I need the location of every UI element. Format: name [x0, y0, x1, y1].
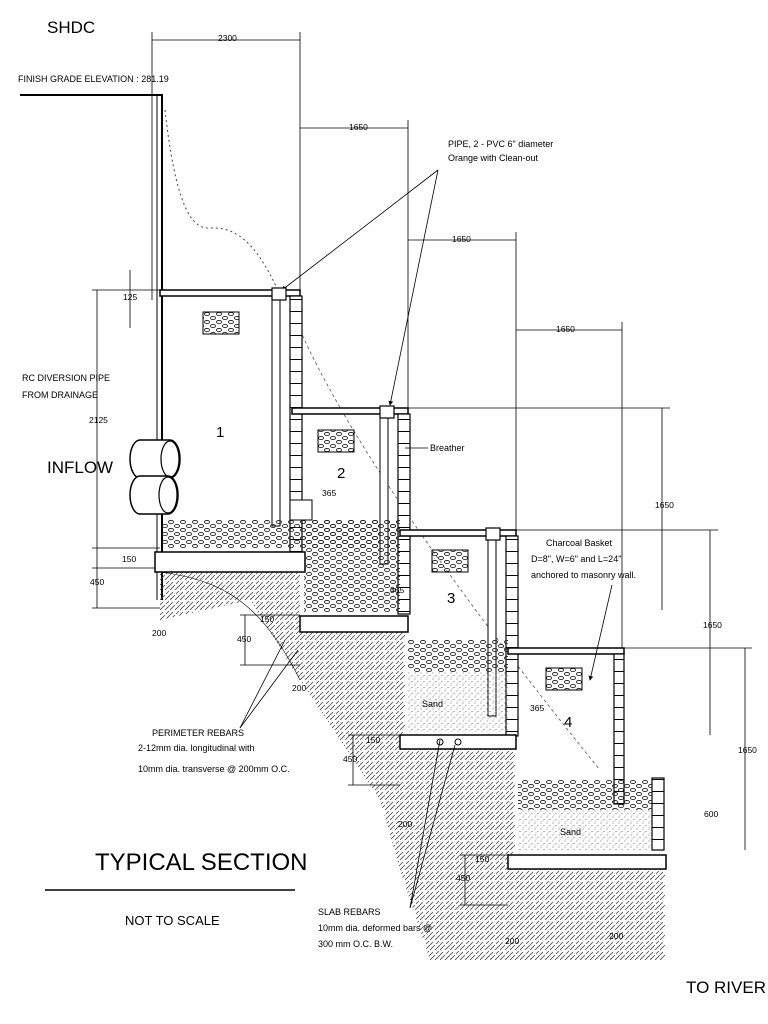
slab-rebars-line3: 300 mm O.C. B.W.: [318, 939, 393, 949]
dimension-text: 150: [122, 554, 136, 564]
dimension-text: 365: [322, 488, 336, 498]
dimension-right: 1650 1650 1650: [408, 407, 757, 850]
project-code: SHDC: [47, 18, 95, 37]
chamber-number: 4: [564, 714, 572, 731]
dimension-text: 200: [152, 628, 166, 638]
dimension-125: 125: [123, 270, 137, 328]
chamber-number: 1: [216, 424, 224, 441]
charcoal-note-line3: anchored to masonry wall.: [531, 570, 636, 580]
dimension-text: 150: [475, 854, 489, 864]
dimension-text: 1650: [703, 620, 722, 630]
perimeter-rebars-line1: PERIMETER REBARS: [152, 728, 244, 738]
dimension-text: 2300: [218, 33, 237, 43]
to-river-label: TO RIVER: [686, 978, 766, 997]
dimension-text: 200: [292, 683, 306, 693]
finish-grade-label: FINISH GRADE ELEVATION : 281.19: [18, 74, 169, 84]
dimension-text: 450: [343, 754, 357, 764]
dimension-text: 125: [123, 292, 137, 302]
slab-rebars-line2: 10mm dia. deformed bars @: [318, 923, 432, 933]
pipe-note-line2: Orange with Clean-out: [448, 153, 539, 163]
dimension-text: 450: [456, 873, 470, 883]
dimension-1650-c: 1650: [516, 322, 623, 650]
breather-label: Breather: [430, 443, 465, 453]
dimension-text: 450: [237, 634, 251, 644]
dimension-2125: 2125: [89, 289, 160, 548]
dimension-text: 1650: [556, 324, 575, 334]
dimension-text: 365: [530, 703, 544, 713]
dimension-text: 150: [366, 735, 380, 745]
pipe-note-line1: PIPE, 2 - PVC 6" diameter: [448, 139, 553, 149]
sand-label: Sand: [422, 699, 443, 709]
inflow-label: INFLOW: [47, 458, 113, 477]
dimension-150-450-left: 150 450 200: [90, 547, 166, 638]
chamber-number: 2: [337, 465, 345, 482]
dimension-text: 450: [90, 577, 104, 587]
rc-pipe-label-2: FROM DRAINAGE: [22, 390, 98, 400]
perimeter-rebars-line2: 2-12mm dia. longitudinal with: [138, 743, 255, 753]
perimeter-rebars-line3: 10mm dia. transverse @ 200mm O.C.: [138, 764, 290, 774]
slab-rebars-line1: SLAB REBARS: [318, 907, 381, 917]
charcoal-note-line1: Charcoal Basket: [546, 538, 613, 548]
dimension-text: 150: [260, 614, 274, 624]
chamber-4: Sand 4 365 150 450 200 200 600: [456, 647, 718, 946]
dimension-text: 2125: [89, 415, 108, 425]
chamber-number: 3: [447, 590, 455, 607]
dimension-2300: 2300: [151, 32, 301, 300]
dimension-text: 1650: [738, 745, 757, 755]
charcoal-note-line2: D=8", W=6" and L=24": [531, 554, 621, 564]
rc-pipe-label-1: RC DIVERSION PIPE: [22, 373, 110, 383]
dimension-text: 1650: [655, 500, 674, 510]
dimension-text: 1650: [452, 234, 471, 244]
finish-grade-line: [20, 94, 163, 600]
dimension-text: 600: [704, 809, 718, 819]
drawing-title: TYPICAL SECTION: [95, 849, 307, 876]
chamber-3: Sand 3 365 150 450 200: [343, 527, 519, 829]
rc-diversion-pipe: [129, 439, 181, 515]
soil-fill: [160, 572, 665, 960]
dimension-text: 365: [390, 585, 404, 595]
dimension-1650-b: 1650: [408, 232, 517, 530]
sand-label: Sand: [560, 827, 581, 837]
dimension-text: 200: [609, 931, 623, 941]
dimension-1650-a: 1650: [300, 120, 409, 410]
scale-note: NOT TO SCALE: [125, 913, 220, 928]
dimension-text: 200: [398, 819, 412, 829]
dimension-text: 200: [505, 936, 519, 946]
chamber-2: 2 Breather 150 450 200: [237, 405, 465, 693]
dimension-text: 1650: [349, 122, 368, 132]
